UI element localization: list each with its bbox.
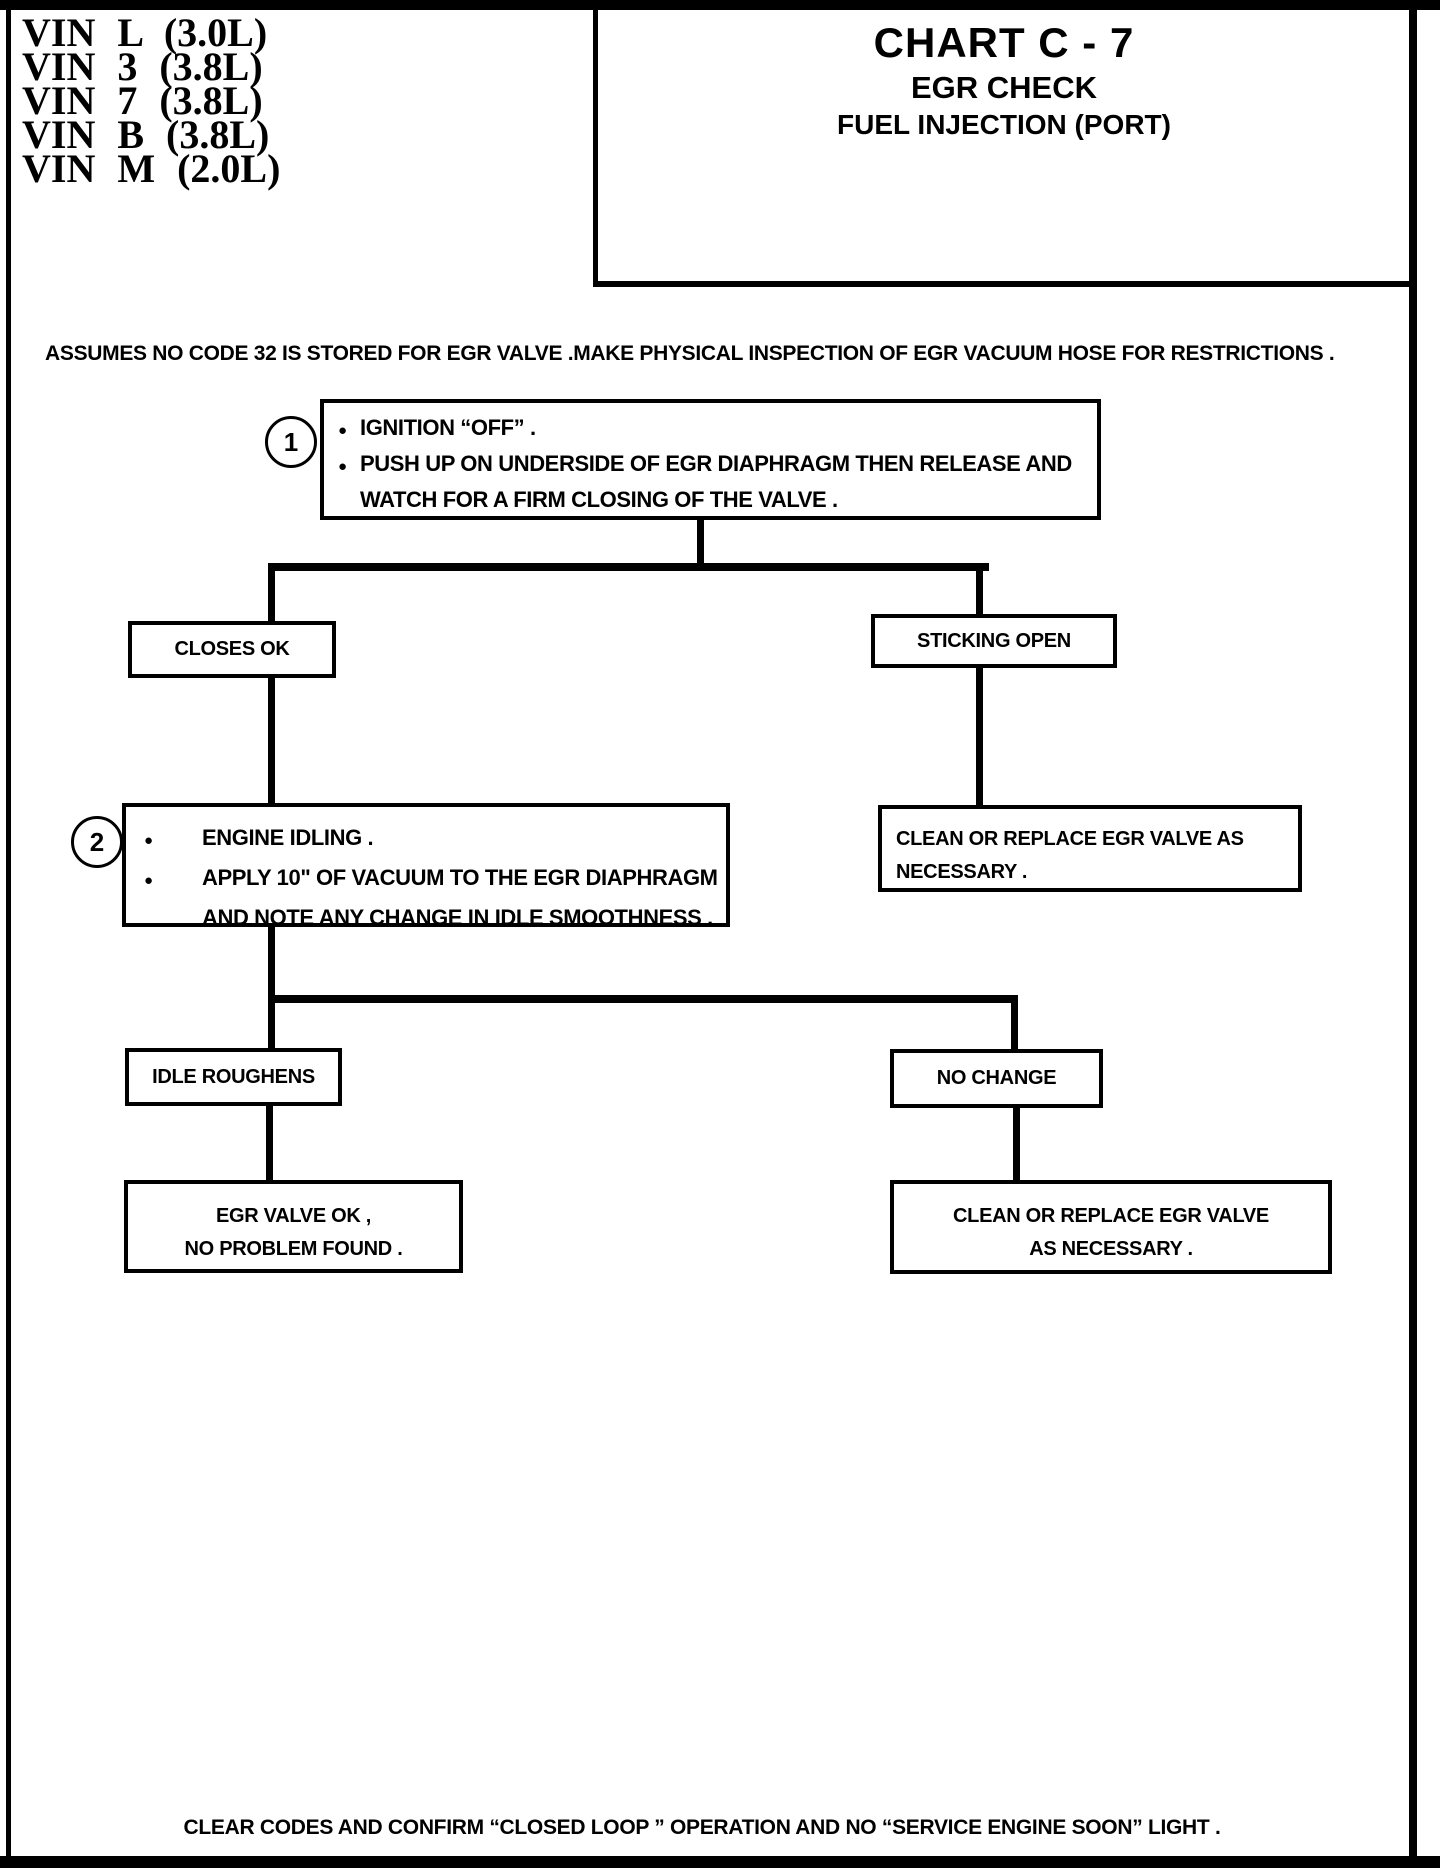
footer-note: CLEAR CODES AND CONFIRM “CLOSED LOOP ” O…: [183, 1816, 1221, 1839]
connector-idleroughens-to-result: [266, 1104, 273, 1182]
step1-line3: WATCH FOR A FIRM CLOSING OF THE VALVE .: [338, 483, 1097, 516]
step1-line1-text: IGNITION “OFF” .: [360, 415, 536, 440]
connector-branch1-left-drop: [268, 563, 275, 625]
result-nochange-box: CLEAN OR REPLACE EGR VALVE AS NECESSARY …: [890, 1180, 1332, 1274]
chart-title: CHART C - 7 EGR CHECK FUEL INJECTION (PO…: [598, 18, 1410, 142]
vin-item: VIN 3 (3.8L): [22, 44, 263, 89]
step1-box: ● IGNITION “OFF” . ● PUSH UP ON UNDERSID…: [320, 399, 1101, 520]
chart-title-line1: CHART C - 7: [873, 19, 1135, 66]
result-nochange-line1: CLEAN OR REPLACE EGR VALVE: [953, 1205, 1269, 1227]
step2-number-badge: 2: [71, 816, 123, 868]
page-left-border: [6, 0, 11, 1868]
step2-line3-text: AND NOTE ANY CHANGE IN IDLE SMOOTHNESS .: [202, 905, 713, 930]
connector-branch1-right-drop: [976, 563, 983, 618]
branch-idle-roughens: IDLE ROUGHENS: [125, 1048, 342, 1106]
result-sticking-line1: CLEAN OR REPLACE EGR VALVE AS: [896, 828, 1244, 850]
step2-line2: ● APPLY 10" OF VACUUM TO THE EGR DIAPHRA…: [140, 859, 726, 899]
step2-line2-text: APPLY 10" OF VACUUM TO THE EGR DIAPHRAGM: [202, 865, 718, 890]
vin-item: VIN L (3.0L): [22, 10, 268, 55]
chart-title-line3: FUEL INJECTION (PORT): [837, 109, 1171, 140]
bullet-icon: ●: [144, 832, 153, 849]
result-sticking-box: CLEAN OR REPLACE EGR VALVE AS NECESSARY …: [878, 805, 1302, 892]
chart-title-line2: EGR CHECK: [910, 70, 1097, 105]
step1-number-badge: 1: [265, 416, 317, 468]
assumption-note: ASSUMES NO CODE 32 IS STORED FOR EGR VAL…: [45, 342, 1335, 365]
result-nochange-line2: AS NECESSARY .: [1029, 1238, 1193, 1260]
connector-branch2-right-drop: [1011, 995, 1018, 1052]
step1-line3-text: WATCH FOR A FIRM CLOSING OF THE VALVE .: [360, 487, 838, 512]
vin-list: VIN L (3.0L) VIN 3 (3.8L) VIN 7 (3.8L) V…: [22, 10, 281, 191]
vin-item: VIN B (3.8L): [22, 112, 270, 157]
connector-step1-stem: [697, 519, 704, 567]
result-sticking-line2: NECESSARY .: [896, 861, 1028, 883]
branch-sticking-open: STICKING OPEN: [871, 614, 1117, 668]
title-box-bottom-border: [593, 281, 1415, 287]
result-egr-ok-box: EGR VALVE OK , NO PROBLEM FOUND .: [124, 1180, 463, 1273]
page-bottom-border: [0, 1856, 1440, 1868]
vin-item: VIN M (2.0L): [22, 146, 281, 191]
page-right-border: [1409, 0, 1417, 1868]
vin-item: VIN 7 (3.8L): [22, 78, 263, 123]
step2-line3: AND NOTE ANY CHANGE IN IDLE SMOOTHNESS .: [140, 899, 726, 936]
bullet-icon: ●: [144, 872, 153, 889]
step2-line1-text: ENGINE IDLING .: [202, 825, 374, 850]
connector-nochange-to-result: [1013, 1106, 1020, 1182]
connector-sticking-to-result: [976, 666, 983, 808]
step1-line1: ● IGNITION “OFF” .: [338, 411, 1097, 447]
bullet-icon: ●: [338, 422, 347, 439]
branch-closes-ok: CLOSES OK: [128, 621, 336, 678]
result-egr-ok-line2: NO PROBLEM FOUND .: [184, 1238, 403, 1260]
step2-box: ● ENGINE IDLING . ● APPLY 10" OF VACUUM …: [122, 803, 730, 930]
step2-line1: ● ENGINE IDLING .: [140, 819, 726, 859]
connector-step2-stem: [268, 925, 275, 999]
step1-line2: ● PUSH UP ON UNDERSIDE OF EGR DIAPHRAGM …: [338, 447, 1097, 483]
connector-closesok-to-step2: [268, 676, 275, 806]
step1-line2-text: PUSH UP ON UNDERSIDE OF EGR DIAPHRAGM TH…: [360, 451, 1072, 476]
page-top-border: [0, 0, 1440, 10]
connector-branch2-left-drop: [268, 995, 275, 1051]
result-egr-ok-line1: EGR VALVE OK ,: [215, 1205, 372, 1227]
branch-no-change: NO CHANGE: [890, 1049, 1103, 1108]
title-box-left-border: [593, 10, 598, 283]
bullet-icon: ●: [338, 458, 347, 475]
connector-branch1-horizontal: [272, 563, 989, 571]
connector-branch2-horizontal: [272, 995, 1018, 1003]
